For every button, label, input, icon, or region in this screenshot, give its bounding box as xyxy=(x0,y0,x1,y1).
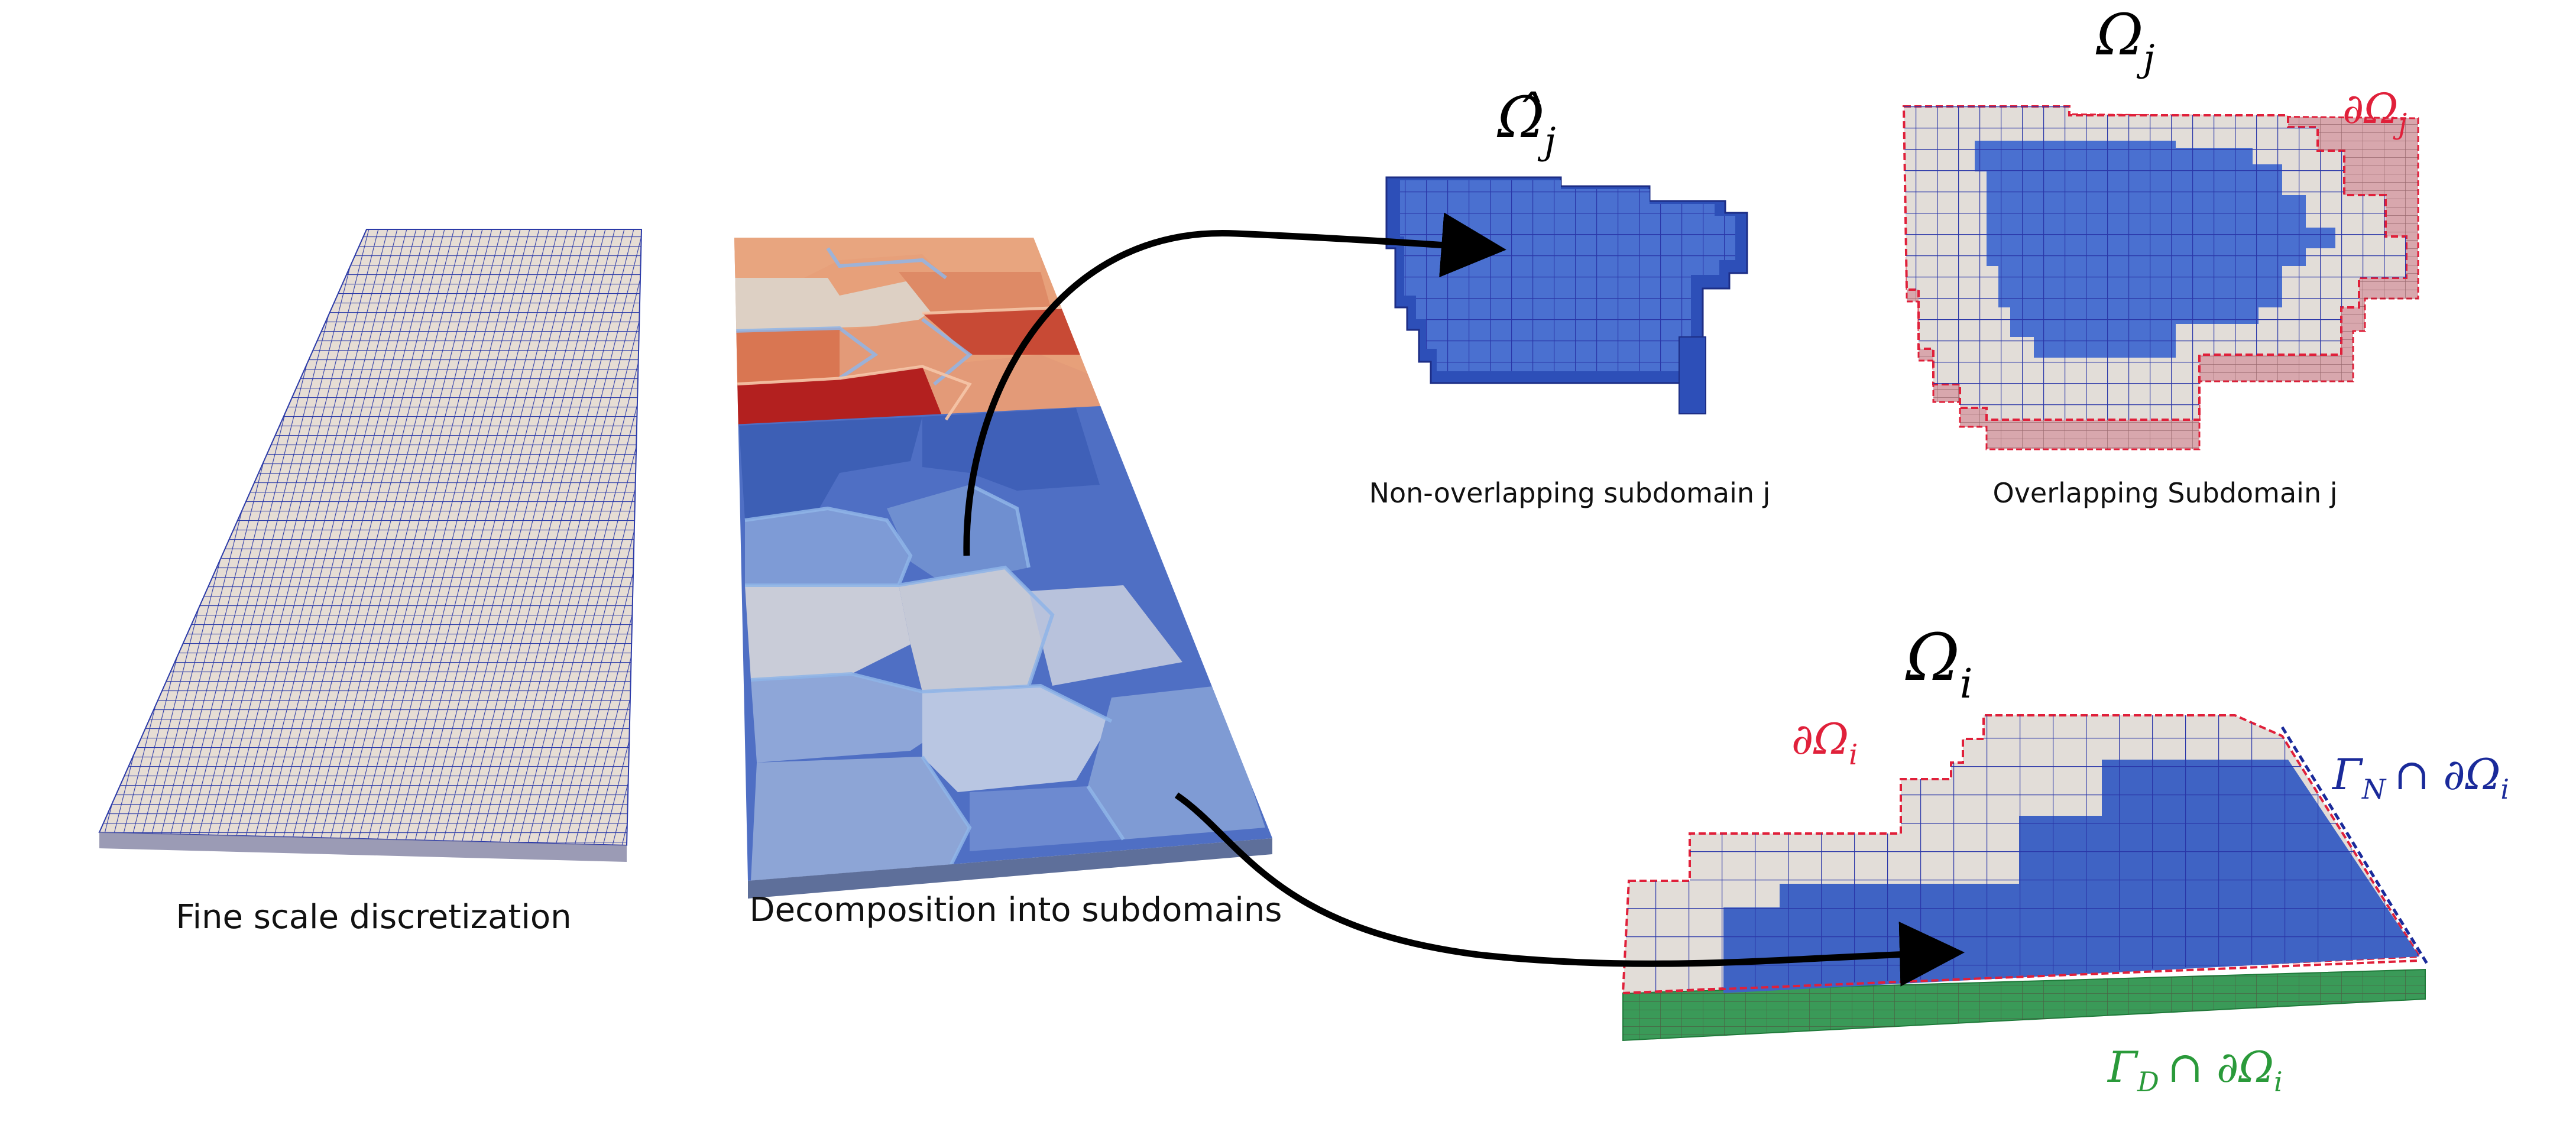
subdomain-i xyxy=(1621,714,2429,1042)
label-omega-j: Ωj xyxy=(2096,2,2155,80)
non-overlapping-subdomain xyxy=(1385,176,1748,414)
label-omega-hat-j: Ω̂j xyxy=(1497,85,1556,163)
decomposition-mesh xyxy=(734,238,1272,899)
caption-fine: Fine scale discretization xyxy=(176,898,571,936)
label-gamma-n: ΓN∩ ∂Ωi xyxy=(2331,750,2509,805)
arrow-to-subdomain-j xyxy=(963,212,1506,556)
caption-decomposition: Decomposition into subdomains xyxy=(750,891,1282,929)
arrow-to-subdomain-i xyxy=(1174,792,1965,987)
overlapping-subdomain xyxy=(1902,105,2419,450)
caption-overlapping: Overlapping Subdomain j xyxy=(1993,477,2338,509)
fine-mesh xyxy=(98,229,643,862)
caption-non-overlapping: Non-overlapping subdomain j xyxy=(1369,477,1771,509)
label-boundary-omega-i: ∂Ωi xyxy=(1791,714,1858,771)
label-omega-i: Ωi xyxy=(1905,620,1973,708)
label-boundary-omega-j: ∂Ωj xyxy=(2342,85,2407,141)
label-gamma-d: ΓD∩ ∂Ωi xyxy=(2107,1042,2283,1098)
